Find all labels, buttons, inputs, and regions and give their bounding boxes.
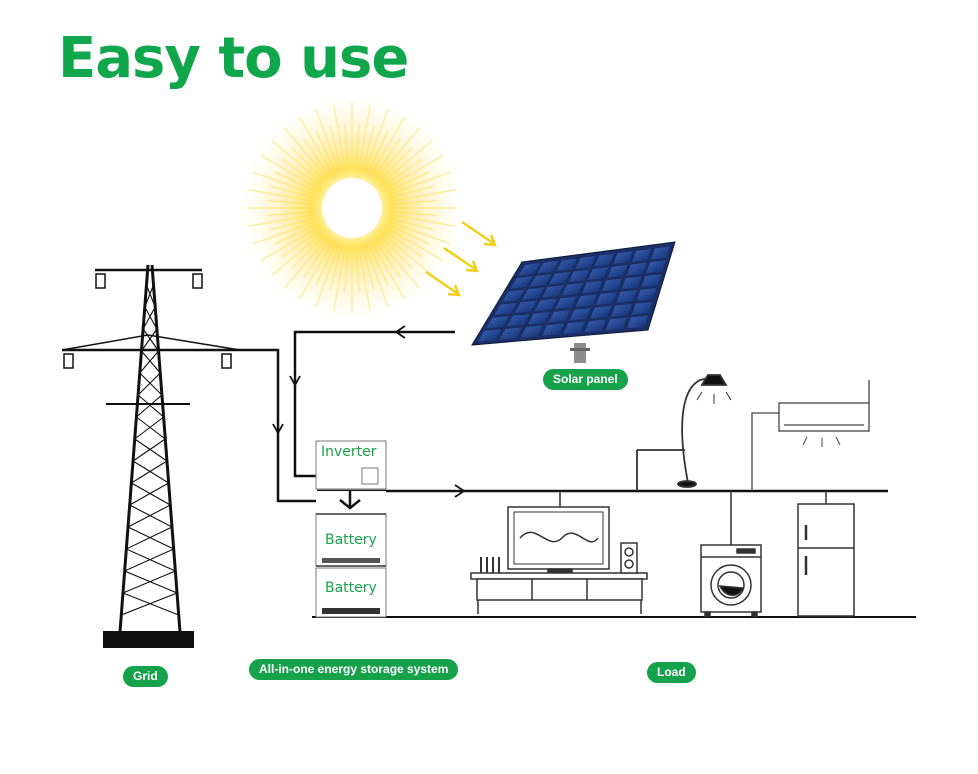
- load-label: Load: [647, 662, 696, 683]
- battery-label-upper: Battery: [325, 532, 377, 548]
- sun-icon: [240, 96, 464, 320]
- tv-cabinet-icon: [470, 491, 648, 614]
- washing-machine-icon: [700, 491, 762, 617]
- ess-branch-icon: [339, 491, 361, 510]
- page-title: Easy to use: [58, 26, 409, 91]
- solar-panel-label: Solar panel: [543, 369, 628, 390]
- air-conditioner-icon: [751, 380, 870, 491]
- transmission-tower-icon: [61, 264, 241, 648]
- refrigerator-icon: [797, 491, 855, 617]
- grid-label: Grid: [123, 666, 168, 687]
- floor-lamp-icon: [636, 374, 732, 491]
- flow-arrows: [272, 325, 466, 498]
- sunlight-arrows-icon: [425, 220, 497, 297]
- inverter-label: Inverter: [321, 444, 377, 460]
- ess-label: All-in-one energy storage system: [249, 659, 459, 680]
- energy-storage-cabinet: [315, 440, 387, 618]
- battery-label-lower: Battery: [325, 580, 377, 596]
- power-wiring: [240, 330, 916, 618]
- solar-panel-icon: [471, 241, 676, 363]
